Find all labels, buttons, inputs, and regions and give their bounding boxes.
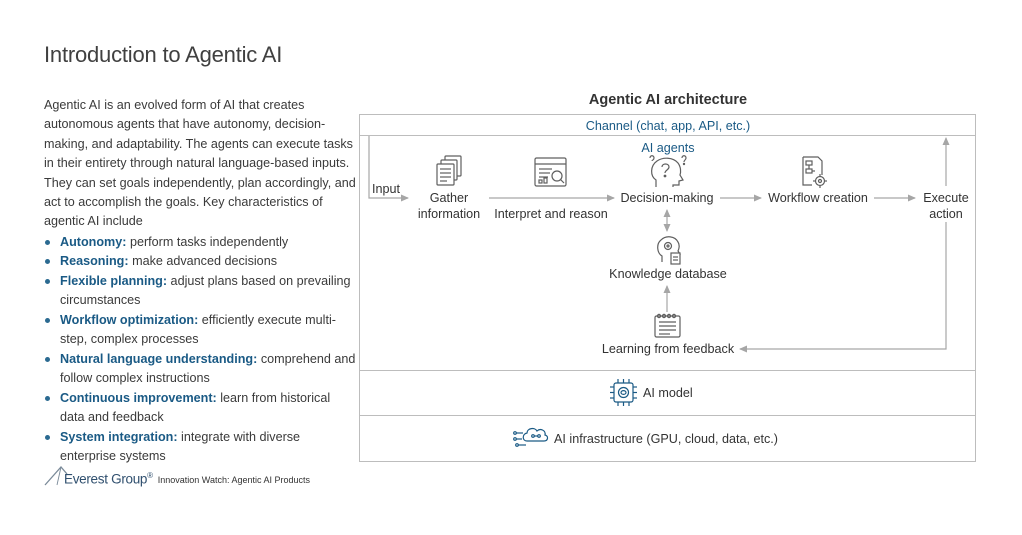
characteristic-term: Workflow optimization: xyxy=(60,313,199,328)
characteristic-term: Flexible planning: xyxy=(60,274,168,289)
characteristic-item: Natural language understanding: comprehe… xyxy=(44,350,356,389)
characteristic-desc: integrate with diverse enterprise system… xyxy=(60,430,301,464)
characteristic-term: Continuous improvement: xyxy=(60,391,217,406)
characteristic-term: Reasoning: xyxy=(60,254,129,269)
intro-paragraph: Agentic AI is an evolved form of AI that… xyxy=(44,98,356,229)
interpret-label: Interpret and reason xyxy=(494,207,608,221)
ai-model-label: AI model xyxy=(643,386,693,400)
knowledge-head-icon xyxy=(657,236,681,265)
report-magnifier-icon xyxy=(534,157,567,187)
bullet-icon xyxy=(45,396,50,402)
characteristic-desc: perform tasks independently xyxy=(126,234,289,249)
architecture-frame xyxy=(359,114,976,462)
product-name: Innovation Watch: Agentic AI Products xyxy=(157,475,311,485)
characteristic-desc: learn from historical data and feedback xyxy=(60,391,331,425)
ai-infrastructure-icon xyxy=(513,427,549,447)
input-arrow xyxy=(368,136,409,202)
bullet-icon xyxy=(45,357,50,363)
knowledge-label: Knowledge database xyxy=(609,267,727,281)
intro-section: Agentic AI is an evolved form of AI that… xyxy=(44,96,356,467)
ai-agents-label: AI agents xyxy=(641,141,695,155)
bullet-icon xyxy=(45,239,50,245)
characteristic-item: Autonomy: perform tasks independently xyxy=(44,233,356,252)
characteristics-list: Autonomy: perform tasks independently Re… xyxy=(44,233,356,467)
learning-label: Learning from feedback xyxy=(601,342,735,356)
footer-logo: Everest Group® Innovation Watch: Agentic… xyxy=(44,464,310,486)
brand-text: Everest Group xyxy=(64,471,148,486)
model-divider xyxy=(359,415,976,416)
brand-name: Everest Group® xyxy=(64,471,153,487)
characteristic-term: Autonomy: xyxy=(60,234,127,249)
ai-infra-label: AI infrastructure (GPU, cloud, data, etc… xyxy=(554,432,778,446)
everest-mountain-icon xyxy=(44,466,68,486)
characteristic-item: Reasoning: make advanced decisions xyxy=(44,252,356,271)
decision-label: Decision-making xyxy=(620,191,714,205)
characteristic-term: Natural language understanding: xyxy=(60,352,258,367)
ai-chip-icon xyxy=(610,379,637,406)
workflow-gear-icon xyxy=(802,156,827,188)
ai-agent-head-icon xyxy=(649,155,687,187)
bullet-icon xyxy=(45,318,50,324)
notepad-icon xyxy=(654,313,681,338)
bullet-icon xyxy=(45,435,50,441)
registered-mark: ® xyxy=(147,470,153,480)
gather-line1: Gather xyxy=(429,191,469,205)
architecture-title: Agentic AI architecture xyxy=(588,92,748,108)
characteristic-desc: efficiently execute multi-step, complex … xyxy=(60,313,336,347)
channel-label: Channel (chat, app, API, etc.) xyxy=(585,119,751,133)
execute-line2: action xyxy=(929,207,963,221)
characteristic-item: Continuous improvement: learn from histo… xyxy=(44,389,356,428)
workflow-label: Workflow creation xyxy=(768,191,868,205)
characteristic-item: Flexible planning: adjust plans based on… xyxy=(44,272,356,311)
page-title: Introduction to Agentic AI xyxy=(44,42,283,67)
agents-divider xyxy=(359,370,976,371)
characteristic-desc: adjust plans based on prevailing circums… xyxy=(60,274,351,308)
execute-label: Execute action xyxy=(916,190,976,222)
gather-line2: information xyxy=(417,207,481,221)
characteristic-item: Workflow optimization: efficiently execu… xyxy=(44,311,356,350)
characteristic-desc: comprehend and follow complex instructio… xyxy=(60,352,356,386)
gather-label: Gather information xyxy=(410,190,488,222)
characteristic-term: System integration: xyxy=(60,430,178,445)
execute-to-learning-arrow xyxy=(739,222,947,353)
execute-line1: Execute xyxy=(923,191,969,205)
input-label: Input xyxy=(372,182,401,196)
documents-icon xyxy=(436,155,462,186)
channel-divider xyxy=(359,135,976,136)
characteristic-item: System integration: integrate with diver… xyxy=(44,428,356,467)
characteristic-desc: make advanced decisions xyxy=(128,254,277,269)
bullet-icon xyxy=(45,279,50,285)
bullet-icon xyxy=(45,259,50,265)
